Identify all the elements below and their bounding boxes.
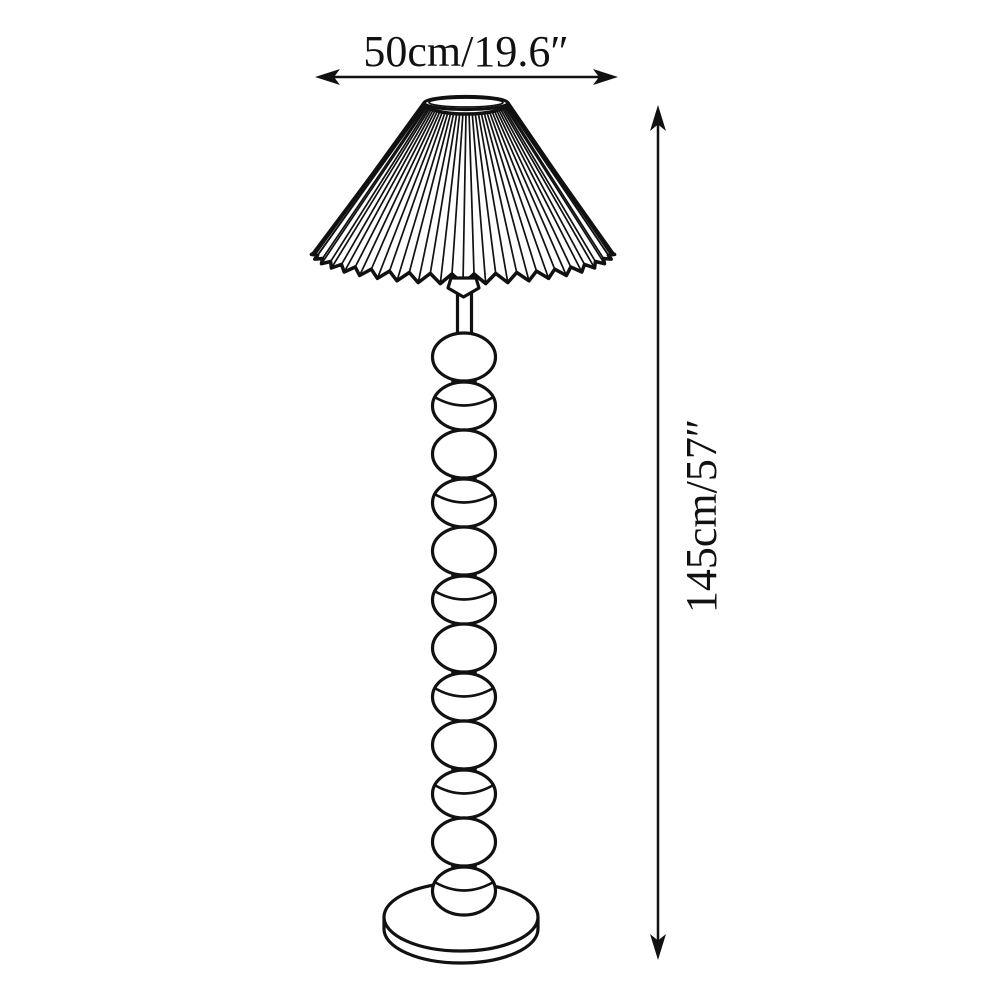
bobbin-stem [430,331,498,917]
pleat-line [370,111,441,270]
pleat-line [340,108,433,265]
pleat-line [320,106,428,265]
pleat-line [505,105,605,259]
stem-ball [430,816,498,868]
stem-cup-rim [433,395,495,407]
pleat-line [417,113,455,283]
stem-cup-rim [433,880,495,892]
pleat-line [504,106,606,265]
stem-cup-rim [433,589,495,601]
width-arrowhead-left-icon [315,69,340,85]
pleat-line [507,102,611,253]
socket-cap [446,276,481,299]
pleat-line [506,104,610,256]
height-arrowhead-top-icon [650,105,666,131]
pleat-line [496,110,572,268]
pleat-line [314,104,426,260]
lamp-stem-rod [455,290,474,338]
pleat-line [498,109,583,273]
stem-ball [430,331,498,383]
height-arrowhead-bottom-icon [650,934,666,960]
pleat-line [499,108,586,265]
pleat-line [354,110,436,268]
pleat-line [503,107,597,262]
lampshade-pleats [310,102,616,285]
height-dimension-label: 145cm/57″ [677,419,726,613]
pleat-line [429,113,458,274]
pleat-line [329,107,429,262]
pleat-line [468,113,475,274]
pleat-line [343,109,434,273]
pleat-line [477,113,509,283]
pleat-line [462,113,467,285]
lampshade [309,94,617,286]
stem-ball [430,428,498,480]
width-arrowhead-right-icon [593,69,618,85]
lampshade-rim-band [422,102,510,116]
pleat-line [358,110,439,276]
stem-ball [430,622,498,674]
pleat-line [439,113,461,284]
width-dimension-label: 50cm/19.6″ [363,27,568,76]
stem-ball [430,525,498,577]
stem-cup-rim [433,783,495,795]
pleat-line [321,105,427,259]
lampshade-top-opening [428,97,504,108]
lamp-base [382,881,540,965]
pleat-line [474,113,497,274]
pleat-line [493,110,568,276]
pleat-line [376,111,444,279]
pleat-line [488,111,550,279]
pleat-line [491,111,556,270]
pleat-line [310,103,425,255]
pleat-line [501,108,596,269]
pleat-line [483,112,530,282]
pleat-line [471,113,487,284]
stem-cup-rim [433,492,495,504]
stem-cup-rim [433,686,495,698]
pleat-line [408,112,452,273]
pleat-line [388,112,446,272]
stem-ball [430,719,498,771]
pleat-line [480,113,518,273]
pleat-line [451,113,464,274]
width-dimension: 50cm/19.6″ [315,27,618,85]
pleat-line [396,112,449,282]
pleat-line [330,108,431,269]
pleat-line [486,112,538,272]
height-dimension: 145cm/57″ [650,105,726,960]
